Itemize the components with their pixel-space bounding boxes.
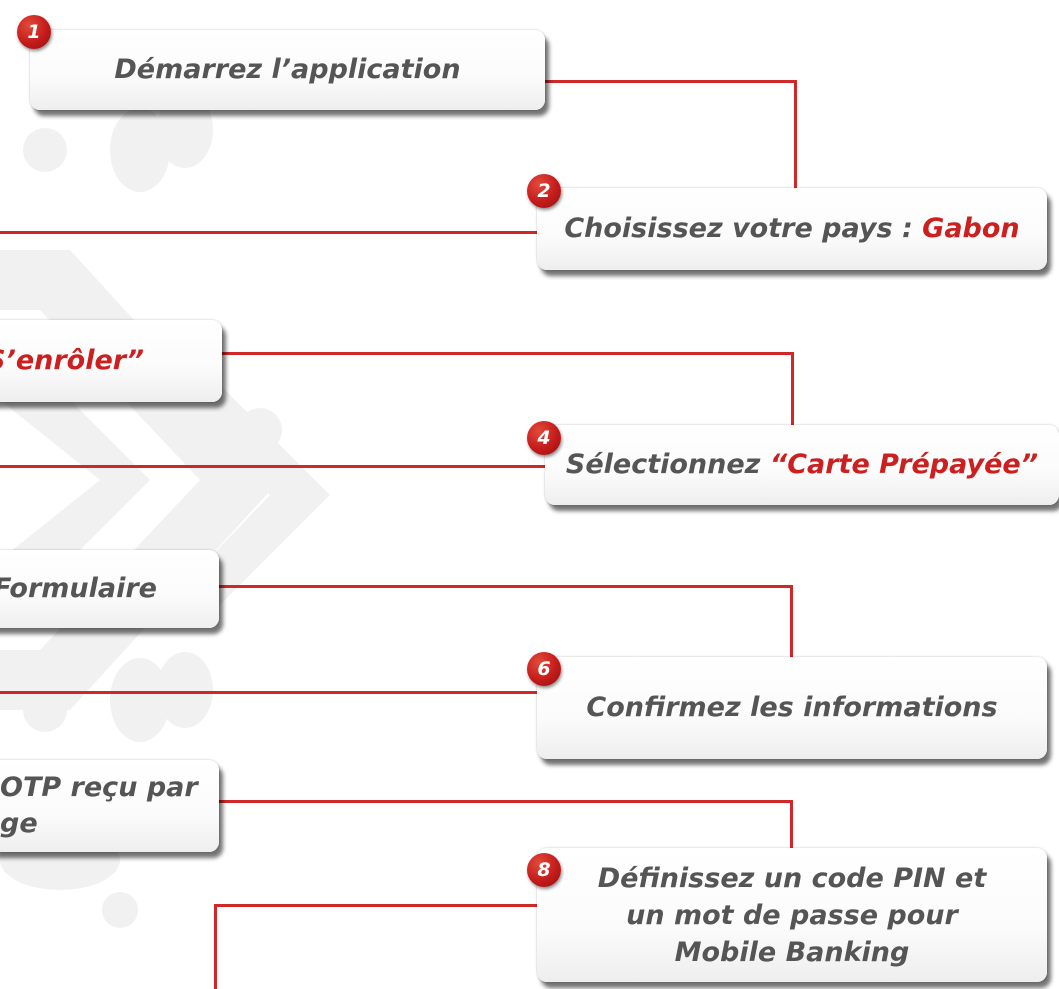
connector-line bbox=[214, 904, 539, 907]
step-4-text: Sélectionnez “Carte Prépayée” bbox=[565, 449, 1039, 480]
connector-line bbox=[0, 231, 540, 234]
step-2-box: Choisissez votre pays : Gabon bbox=[537, 188, 1047, 270]
connector-line bbox=[790, 800, 793, 848]
connector-line bbox=[0, 691, 540, 694]
step-3-box: S’enrôler” bbox=[0, 320, 222, 402]
connector-line bbox=[794, 80, 797, 188]
step-1-badge: 1 bbox=[17, 15, 51, 49]
connector-line bbox=[214, 904, 217, 989]
step-3-text: S’enrôler” bbox=[0, 345, 144, 376]
step-4-highlight: “Carte Prépayée” bbox=[769, 449, 1039, 480]
step-2-badge: 2 bbox=[527, 174, 561, 208]
step-4-box: Sélectionnez “Carte Prépayée” bbox=[545, 425, 1059, 505]
connector-line bbox=[219, 800, 793, 803]
step-6-box: Confirmez les informations bbox=[537, 657, 1047, 759]
step-4-badge: 4 bbox=[527, 421, 561, 455]
step-8-badge: 8 bbox=[527, 853, 561, 887]
step-2-text: Choisissez votre pays : Gabon bbox=[564, 213, 1020, 244]
connector-line bbox=[222, 352, 794, 355]
step-5-box: Formulaire bbox=[0, 550, 219, 628]
step-1-box: Démarrez l’application bbox=[30, 30, 545, 110]
step-6-badge: 6 bbox=[527, 652, 561, 686]
step-6-text: Confirmez les informations bbox=[586, 692, 998, 723]
connector-line bbox=[219, 585, 793, 588]
step-2-highlight: Gabon bbox=[922, 213, 1020, 244]
connector-line bbox=[545, 80, 797, 83]
step-1-text: Démarrez l’application bbox=[114, 54, 461, 85]
connector-line bbox=[791, 352, 794, 430]
connector-line bbox=[790, 585, 793, 657]
connector-line bbox=[0, 465, 548, 468]
step-5-text: Formulaire bbox=[0, 573, 157, 604]
